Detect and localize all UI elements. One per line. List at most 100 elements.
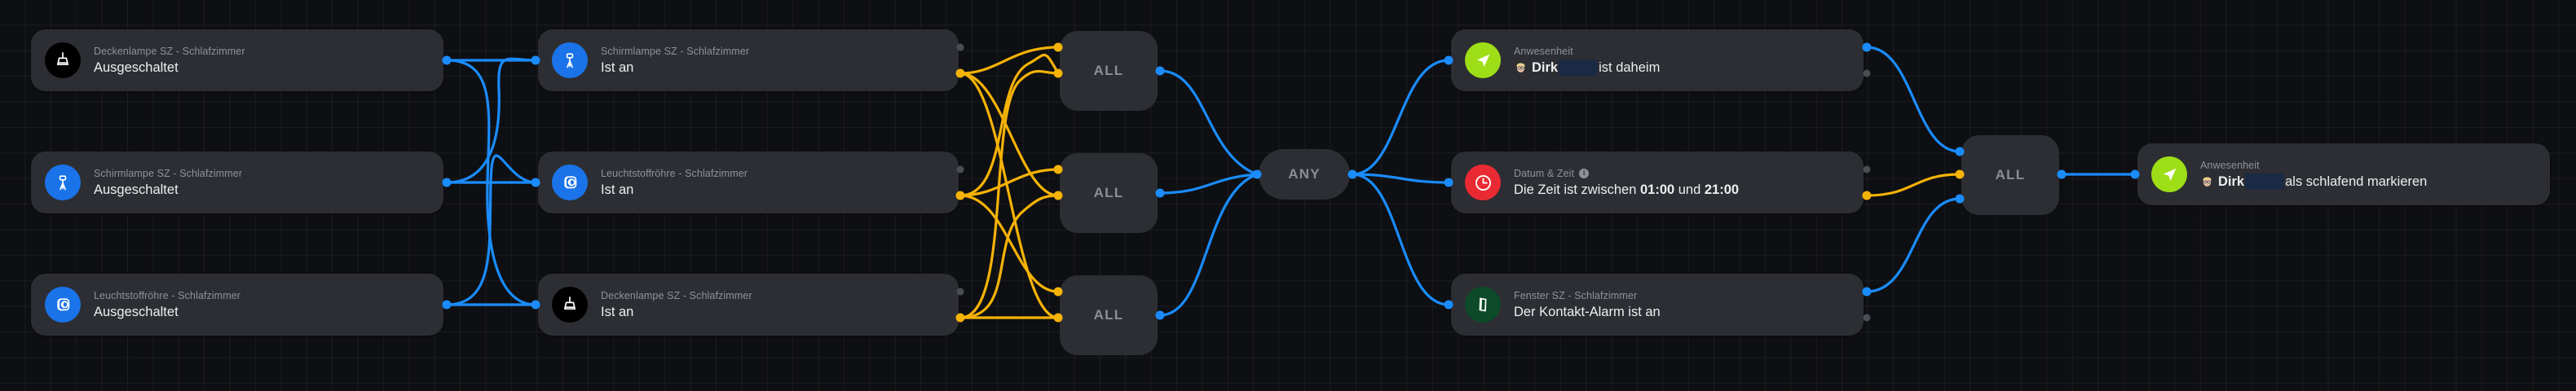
window-contact-icon xyxy=(1465,287,1501,323)
node-port-blue[interactable] xyxy=(531,178,540,187)
node-port-yellow[interactable] xyxy=(1955,169,1965,179)
node-port-blue[interactable] xyxy=(1444,178,1453,187)
node-port-gray[interactable] xyxy=(1863,314,1871,322)
connection-edge[interactable] xyxy=(1351,59,1450,176)
node-value-text: Ist an xyxy=(601,182,634,197)
connection-edge[interactable] xyxy=(959,46,1060,75)
floor-lamp-icon xyxy=(45,165,81,200)
node-title: Schirmlampe SZ - Schlafzimmer xyxy=(601,45,749,58)
node-port-yellow[interactable] xyxy=(1053,191,1063,200)
node-port-yellow[interactable] xyxy=(1053,42,1063,52)
node-port-yellow[interactable] xyxy=(1053,68,1063,78)
node-value-part: Die Zeit ist zwischen xyxy=(1514,182,1640,197)
node-port-gray[interactable] xyxy=(1863,165,1871,174)
connection-edge[interactable] xyxy=(1865,46,1961,153)
node-port-blue[interactable] xyxy=(531,300,540,310)
node-port-yellow[interactable] xyxy=(955,68,965,78)
connection-edge[interactable] xyxy=(1865,197,1961,293)
node-port-yellow[interactable] xyxy=(955,191,965,200)
connection-edge[interactable] xyxy=(445,59,537,306)
node-port-yellow[interactable] xyxy=(1053,165,1063,174)
node-value: Der Kontakt-Alarm ist an xyxy=(1514,303,1661,321)
node-port-blue[interactable] xyxy=(1155,188,1165,198)
connection-edge[interactable] xyxy=(959,53,1060,197)
node-port-blue[interactable] xyxy=(442,178,452,187)
node-port-yellow[interactable] xyxy=(1053,313,1063,323)
node-value-part: Dirk xyxy=(2218,174,2245,189)
node-port-blue[interactable] xyxy=(1155,66,1165,76)
node-value-part: 21:00 xyxy=(1704,182,1740,197)
logic-node-all[interactable]: ALL xyxy=(1060,31,1158,111)
node-title: Leuchtstoffröhre - Schlafzimmer xyxy=(94,289,240,302)
connection-edge[interactable] xyxy=(1158,69,1259,176)
connection-edge[interactable] xyxy=(1158,173,1259,195)
logic-node-all[interactable]: ALL xyxy=(1060,275,1158,355)
connection-edge[interactable] xyxy=(959,194,1060,319)
node-port-blue[interactable] xyxy=(1955,147,1965,156)
node-title-text: Fenster SZ - Schlafzimmer xyxy=(1514,289,1638,301)
node-value-text: Ausgeschaltet xyxy=(94,59,179,75)
logic-node-all[interactable]: ALL xyxy=(1961,135,2059,215)
node-port-gray[interactable] xyxy=(956,288,964,296)
node-value-text: Ist an xyxy=(601,304,634,319)
node-port-yellow[interactable] xyxy=(1862,191,1872,200)
node-title-text: Anwesenheit xyxy=(2200,159,2260,171)
logic-node-label: ALL xyxy=(1093,307,1124,323)
node-port-blue[interactable] xyxy=(1955,194,1965,204)
connection-edge[interactable] xyxy=(959,72,1060,319)
connection-edge[interactable] xyxy=(959,72,1060,197)
info-icon[interactable]: i xyxy=(1579,168,1590,178)
connection-edge[interactable] xyxy=(445,154,537,306)
node-port-blue[interactable] xyxy=(531,55,540,65)
connection-edge[interactable] xyxy=(445,57,537,184)
node-port-gray[interactable] xyxy=(956,165,964,174)
node-port-blue[interactable] xyxy=(1444,55,1453,65)
redacted-text-block xyxy=(2245,173,2285,190)
node-title: Leuchtstoffröhre - Schlafzimmer xyxy=(601,167,748,180)
node-port-blue[interactable] xyxy=(2130,169,2140,179)
node-port-gray[interactable] xyxy=(1863,69,1871,77)
node-port-blue[interactable] xyxy=(1862,42,1872,52)
logic-node-all[interactable]: ALL xyxy=(1060,153,1158,233)
node-port-blue[interactable] xyxy=(1155,310,1165,320)
connection-edge[interactable] xyxy=(1158,173,1259,317)
node-title-text: Leuchtstoffröhre - Schlafzimmer xyxy=(94,289,241,301)
connection-edge[interactable] xyxy=(959,168,1060,197)
node-port-blue[interactable] xyxy=(1444,300,1453,310)
presence-arrow-icon xyxy=(1465,42,1501,78)
connection-edge[interactable] xyxy=(1865,173,1961,197)
node-port-yellow[interactable] xyxy=(955,313,965,323)
node-port-yellow[interactable] xyxy=(1053,287,1063,297)
node-port-blue[interactable] xyxy=(1862,287,1872,297)
connection-edge[interactable] xyxy=(959,69,1060,319)
node-title: Fenster SZ - Schlafzimmer xyxy=(1514,289,1661,302)
node-port-blue[interactable] xyxy=(1252,169,1262,179)
node-port-blue[interactable] xyxy=(442,55,452,65)
node-port-gray[interactable] xyxy=(956,43,964,51)
node-port-blue[interactable] xyxy=(442,300,452,310)
connection-edge[interactable] xyxy=(1351,173,1450,306)
logic-node-any[interactable]: ANY xyxy=(1259,149,1350,200)
node-value: Ausgeschaltet xyxy=(94,59,245,77)
connection-edge[interactable] xyxy=(1351,173,1450,184)
logic-node-label: ALL xyxy=(1093,185,1124,200)
node-port-blue[interactable] xyxy=(2057,169,2067,179)
node-port-blue[interactable] xyxy=(1348,169,1357,179)
connection-edge[interactable] xyxy=(959,194,1060,293)
